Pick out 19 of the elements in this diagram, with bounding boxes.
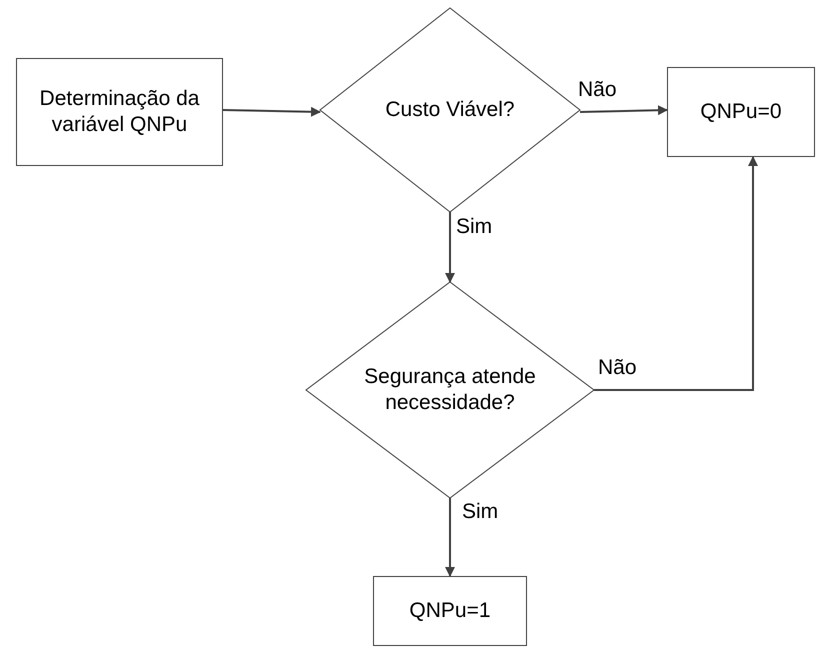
arrow [445,498,455,577]
edge-label: Não [578,78,617,102]
decision-diamond [306,282,594,498]
node-text: Segurança atende necessidade? [363,364,537,416]
process-box [667,67,815,157]
node-text: Custo Viável? [384,96,516,123]
edge-label: Sim [462,500,498,524]
node-text: QNPu=1 [408,598,492,624]
decision-diamond [320,8,580,212]
arrow [445,212,455,283]
node-text: QNPu=0 [699,98,783,125]
arrow [580,105,668,116]
node-text: Determinação da variável QNPu [38,86,200,138]
arrow [594,156,758,391]
process-box [373,576,527,646]
edge-label: Não [598,356,637,380]
edge-label: Sim [456,215,492,239]
process-box [16,58,223,166]
arrow [222,106,321,117]
